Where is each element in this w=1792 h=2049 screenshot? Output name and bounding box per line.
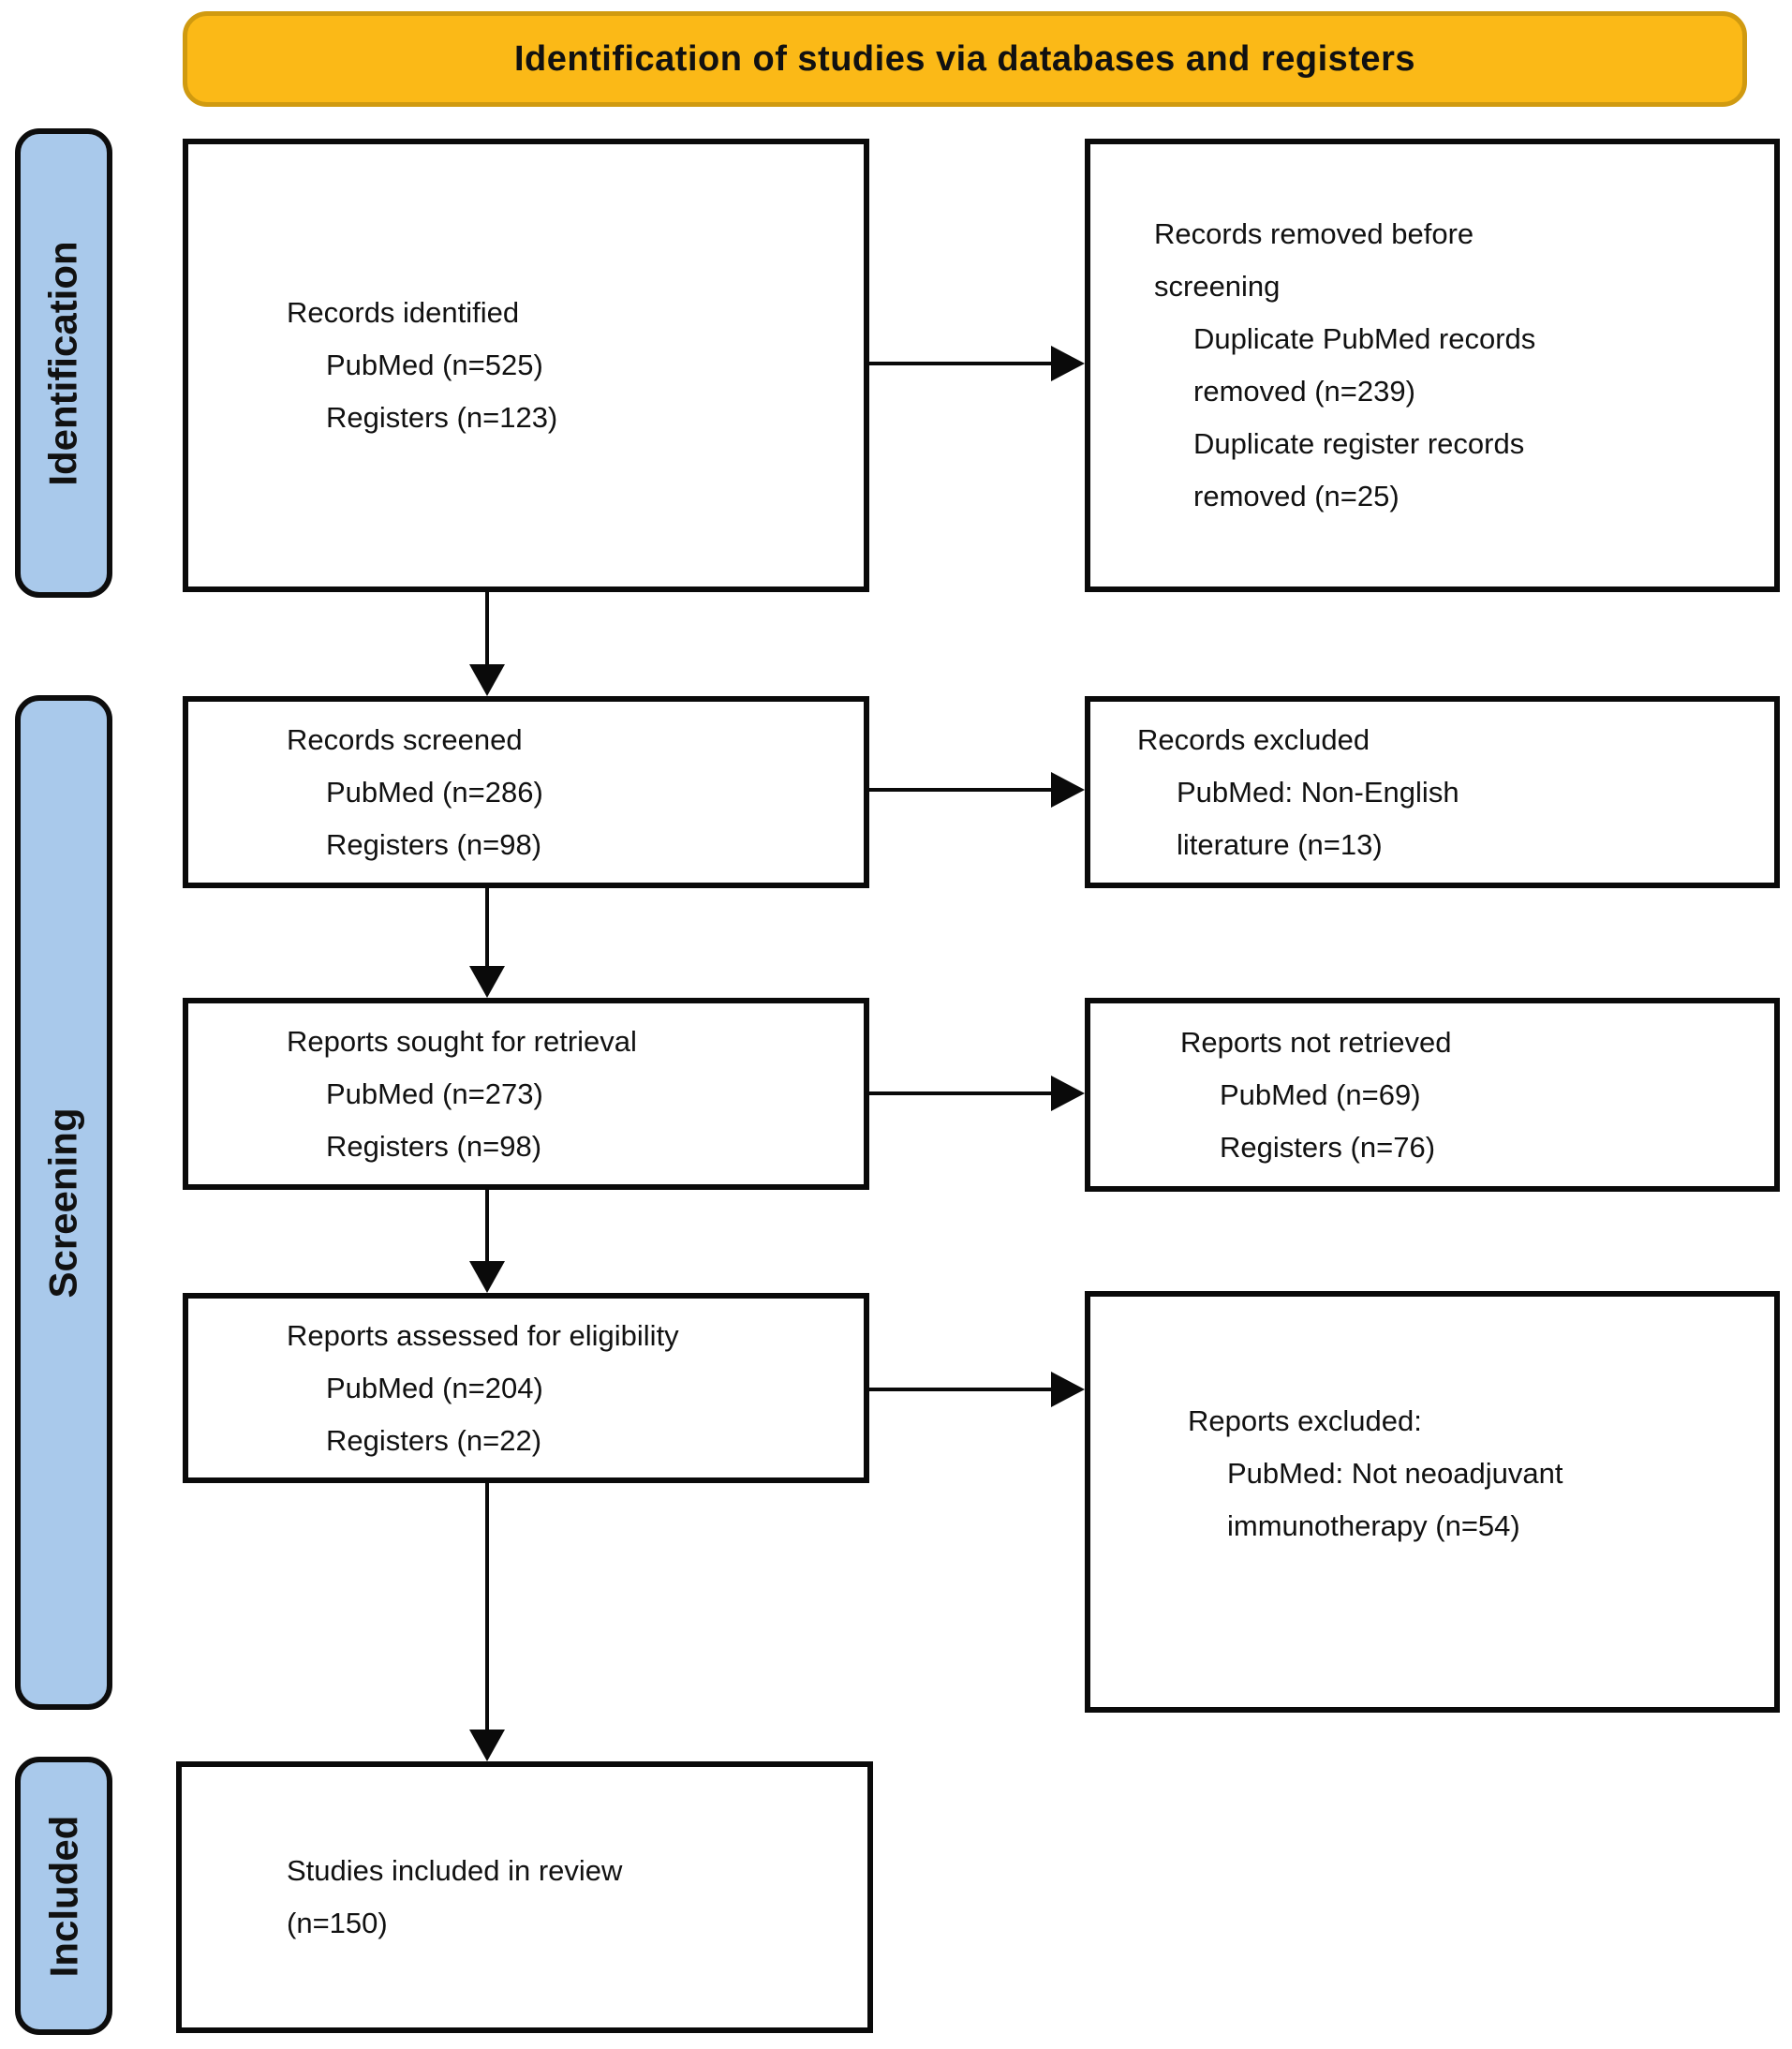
arrow-assessed-to-reportsexcluded	[869, 1372, 1085, 1407]
box-line: (n=150)	[287, 1907, 388, 1939]
stage-label-identification: Identification	[15, 128, 112, 598]
arrow-sought-to-notretrieved	[869, 1076, 1085, 1111]
arrow-identified-to-removed	[869, 346, 1085, 381]
stage-label-identification-text: Identification	[41, 240, 85, 486]
box-line: PubMed (n=286)	[326, 775, 543, 809]
box-line: Records excluded	[1137, 722, 1370, 756]
box-line: PubMed (n=69)	[1220, 1077, 1421, 1111]
box-line: Duplicate PubMed records	[1193, 322, 1536, 355]
box-line: Studies included in review	[287, 1854, 623, 1887]
box-records-screened: Records screened PubMed (n=286) Register…	[183, 696, 869, 888]
box-line: Records removed before	[1154, 217, 1474, 250]
box-line: Records identified	[287, 296, 520, 329]
box-line: Registers (n=98)	[326, 827, 542, 861]
banner: Identification of studies via databases …	[183, 11, 1747, 107]
box-line: Reports not retrieved	[1180, 1025, 1452, 1059]
box-reports-excluded: Reports excluded: PubMed: Not neoadjuvan…	[1085, 1291, 1780, 1713]
arrow-sought-to-assessed	[469, 1190, 505, 1293]
box-line: Registers (n=76)	[1220, 1130, 1436, 1164]
box-line: PubMed (n=273)	[326, 1076, 543, 1110]
arrow-identified-to-screened	[469, 592, 505, 696]
box-studies-included: Studies included in review (n=150)	[176, 1761, 873, 2033]
box-line: literature (n=13)	[1177, 827, 1383, 861]
stage-label-screening: Screening	[15, 695, 112, 1710]
arrow-assessed-to-included	[469, 1483, 505, 1761]
box-records-excluded: Records excluded PubMed: Non-English lit…	[1085, 696, 1780, 888]
banner-title: Identification of studies via databases …	[514, 38, 1415, 79]
box-reports-sought: Reports sought for retrieval PubMed (n=2…	[183, 998, 869, 1190]
box-reports-not-retrieved: Reports not retrieved PubMed (n=69) Regi…	[1085, 998, 1780, 1192]
box-line: PubMed (n=204)	[326, 1371, 543, 1404]
box-line: Registers (n=98)	[326, 1129, 542, 1163]
box-line: Reports excluded:	[1188, 1404, 1422, 1437]
box-line: PubMed: Not neoadjuvant	[1227, 1457, 1563, 1490]
box-line: Reports sought for retrieval	[287, 1024, 637, 1058]
stage-label-screening-text: Screening	[41, 1106, 86, 1299]
stage-label-included: Included	[15, 1757, 112, 2035]
box-records-removed-before-screening: Records removed before screening Duplica…	[1085, 139, 1780, 592]
arrow-screened-to-excluded	[869, 772, 1085, 808]
box-line: immunotherapy (n=54)	[1227, 1509, 1520, 1542]
box-line: removed (n=239)	[1193, 375, 1415, 408]
stage-label-included-text: Included	[41, 1815, 85, 1977]
box-line: PubMed (n=525)	[326, 349, 543, 381]
box-line: screening	[1154, 270, 1281, 303]
box-line: Registers (n=22)	[326, 1423, 542, 1457]
box-line: removed (n=25)	[1193, 480, 1400, 512]
arrow-screened-to-sought	[469, 888, 505, 998]
box-records-identified: Records identified PubMed (n=525) Regist…	[183, 139, 869, 592]
box-line: Records screened	[287, 722, 523, 756]
box-line: PubMed: Non-English	[1177, 775, 1459, 809]
box-line: Duplicate register records	[1193, 427, 1525, 460]
box-line: Reports assessed for eligibility	[287, 1318, 679, 1352]
box-reports-assessed: Reports assessed for eligibility PubMed …	[183, 1293, 869, 1483]
box-line: Registers (n=123)	[326, 401, 558, 434]
